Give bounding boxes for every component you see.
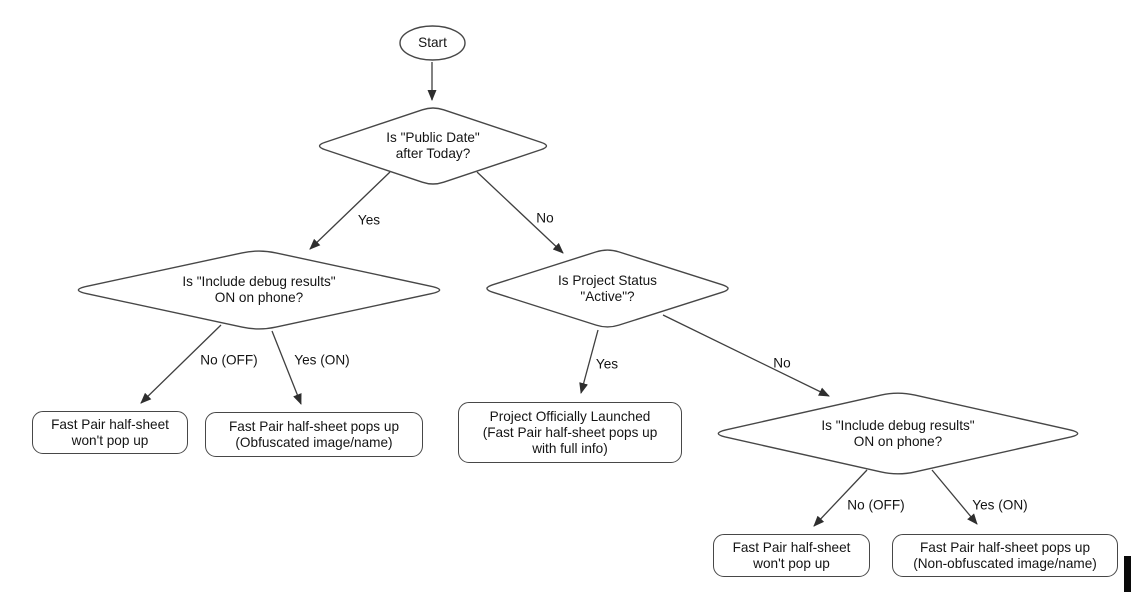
edge-debug-left-no-off [140, 324, 222, 404]
diamond-shape [313, 105, 553, 187]
terminal-non-obfuscated-label: Fast Pair half-sheet pops up (Non-obfusc… [913, 539, 1097, 571]
edge-status-no [662, 314, 830, 397]
edge-label-status-yes: Yes [595, 356, 619, 372]
edge-public-date-no [476, 171, 564, 254]
decision-debug-right-label: Is "Include debug results" ON on phone? [821, 417, 975, 449]
edge-label-debug-left-no-off: No (OFF) [200, 352, 258, 368]
edge-label-debug-left-yes-on: Yes (ON) [294, 352, 350, 368]
decision-project-status: Is Project Status "Active"? [480, 247, 735, 330]
decision-debug-left: Is "Include debug results" ON on phone? [68, 248, 450, 332]
decision-public-date-label: Is "Public Date" after Today? [386, 130, 480, 161]
edge-status-yes [579, 329, 599, 394]
diamond-shape [708, 390, 1088, 477]
edge-label-debug-right-no-off: No (OFF) [847, 497, 905, 513]
edge-public-date-yes [309, 171, 391, 250]
edge-label-status-no: No [773, 355, 791, 371]
start-node: Start [399, 25, 466, 61]
diamond-shape [480, 247, 735, 330]
decision-project-status-label: Is Project Status "Active"? [558, 272, 657, 304]
terminal-wont-pop-up-right: Fast Pair half-sheet won't pop up [713, 534, 870, 577]
terminal-obfuscated-label: Fast Pair half-sheet pops up (Obfuscated… [228, 418, 399, 450]
edge-debug-right-no-off [813, 469, 868, 527]
edge-label-public-date-no: No [536, 210, 554, 226]
edge-debug-right-yes-on [931, 469, 978, 525]
terminal-wont-pop-up-left-label: Fast Pair half-sheet won't pop up [51, 416, 169, 448]
decision-debug-left-label: Is "Include debug results" ON on phone? [182, 274, 336, 305]
diamond-shape [68, 248, 450, 332]
start-node-label: Start [418, 35, 447, 50]
ellipse-shape [399, 25, 466, 61]
decision-debug-right: Is "Include debug results" ON on phone? [708, 390, 1088, 477]
terminal-wont-pop-up-right-label: Fast Pair half-sheet won't pop up [732, 539, 851, 571]
terminal-launched-label: Project Officially Launched (Fast Pair h… [482, 408, 658, 456]
decision-public-date: Is "Public Date" after Today? [313, 105, 553, 187]
terminal-wont-pop-up-left: Fast Pair half-sheet won't pop up [32, 411, 188, 454]
edge-debug-left-yes-on [271, 330, 302, 405]
edge-label-public-date-yes: Yes [357, 212, 381, 228]
text-cursor-artifact [1124, 556, 1131, 592]
terminal-obfuscated: Fast Pair half-sheet pops up (Obfuscated… [205, 412, 423, 457]
terminal-launched: Project Officially Launched (Fast Pair h… [458, 402, 682, 463]
terminal-non-obfuscated: Fast Pair half-sheet pops up (Non-obfusc… [892, 534, 1118, 577]
edge-label-debug-right-yes-on: Yes (ON) [972, 497, 1028, 513]
